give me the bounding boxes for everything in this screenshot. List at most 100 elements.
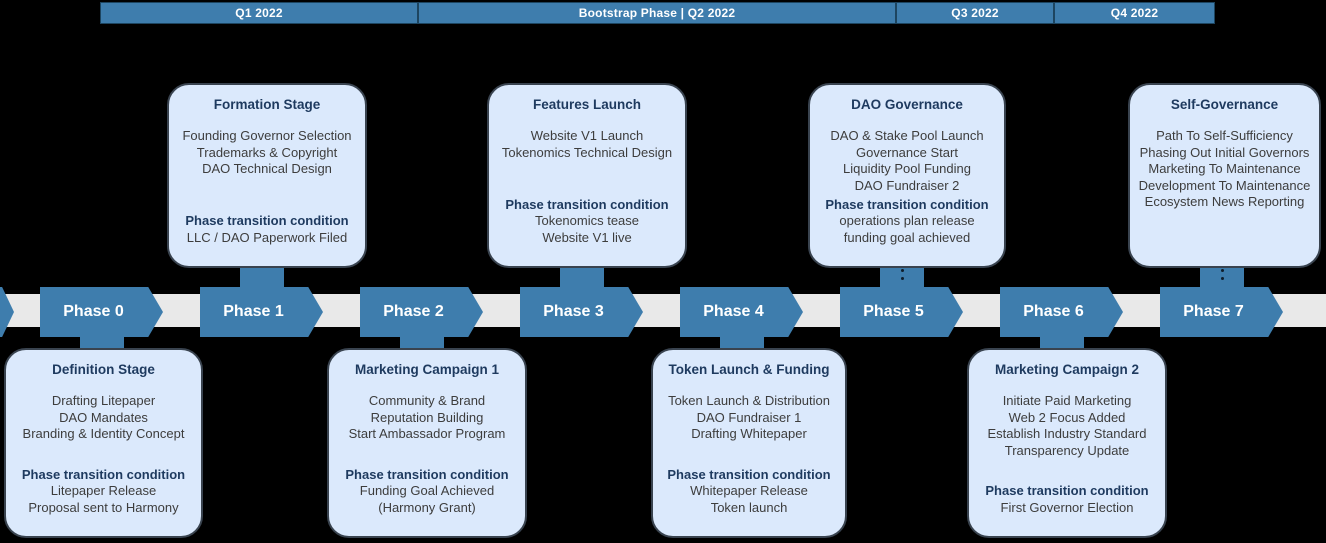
card-item: Governance Start: [856, 144, 958, 160]
card-body: Website V1 Launch Tokenomics Technical D…: [495, 128, 679, 161]
phase-label: Phase 7: [1183, 303, 1244, 320]
card-body: Drafting Litepaper DAO Mandates Branding…: [12, 393, 195, 443]
card-item: Drafting Litepaper: [51, 393, 156, 408]
card-title: Marketing Campaign 1: [354, 362, 500, 377]
quarter-q1-2022: Q1 2022: [101, 3, 417, 23]
transition-item: LLC / DAO Paperwork Filed: [186, 229, 348, 245]
card-item: Token Launch & Distribution: [668, 393, 830, 408]
connector-phase-3: [560, 264, 604, 290]
connector-phase-1: [240, 264, 284, 290]
phase-arrow-4: Phase 4: [680, 287, 803, 337]
ellipsis-dot: [900, 269, 904, 272]
phase-label: Phase 3: [543, 303, 604, 320]
phase-6-card: Marketing Campaign 2 Initiate Paid Marke…: [967, 348, 1167, 538]
card-body: Community & Brand Reputation Building St…: [335, 393, 519, 443]
card-item: Website V1 Launch: [530, 128, 644, 143]
transition-item: Token launch: [710, 499, 788, 515]
phase-label: Phase 1: [223, 303, 284, 320]
card-item: Web 2 Focus Added: [1008, 409, 1126, 425]
ellipsis-dot: [1220, 277, 1224, 280]
card-item: Phasing Out Initial Governors: [1139, 144, 1310, 160]
card-title: Token Launch & Funding: [668, 362, 830, 377]
transition-block: Phase transition condition LLC / DAO Pap…: [175, 213, 359, 250]
phase-7-card: Self-Governance Path To Self-Sufficiency…: [1128, 83, 1321, 268]
phase-arrow-2: Phase 2: [360, 287, 483, 337]
card-item: Start Ambassador Program: [348, 426, 506, 441]
card-title: Self-Governance: [1170, 97, 1279, 112]
quarter-q3-2022: Q3 2022: [897, 3, 1053, 23]
phase-label: Phase 2: [383, 303, 444, 320]
card-body: Founding Governor Selection Trademarks &…: [175, 128, 359, 178]
transition-title: Phase transition condition: [21, 466, 186, 482]
phase-arrow-6: Phase 6: [1000, 287, 1123, 337]
transition-title: Phase transition condition: [345, 466, 509, 482]
phase-arrow-0: Phase 0: [40, 287, 163, 337]
transition-block: Phase transition condition Litepaper Rel…: [12, 467, 195, 521]
connector-phase-4: [720, 334, 764, 350]
transition-title: Phase transition condition: [185, 213, 349, 228]
timeline-band: [0, 294, 1326, 327]
card-title: Marketing Campaign 2: [994, 362, 1140, 377]
ellipsis-dot: [1220, 269, 1224, 272]
connector-phase-5: [880, 264, 924, 290]
connector-phase-6: [1040, 334, 1084, 350]
card-item: Establish Industry Standard: [987, 426, 1147, 441]
card-body: DAO & Stake Pool Launch Governance Start…: [816, 128, 998, 194]
card-item: DAO & Stake Pool Launch: [830, 128, 984, 143]
card-item: Community & Brand: [368, 393, 486, 408]
transition-item: operations plan release: [839, 213, 975, 228]
phase-label: Phase 0: [63, 303, 124, 320]
phase-label: Phase 6: [1023, 303, 1084, 320]
transition-item: (Harmony Grant): [378, 499, 476, 515]
quarter-q4-2022: Q4 2022: [1055, 3, 1214, 23]
card-item: Branding & Identity Concept: [22, 426, 185, 441]
phase-arrow-3: Phase 3: [520, 287, 643, 337]
card-item: DAO Mandates: [59, 409, 148, 425]
phase-arrow-7: Phase 7: [1160, 287, 1283, 337]
transition-item: Whitepaper Release: [690, 483, 808, 498]
transition-title: Phase transition condition: [667, 466, 831, 482]
card-item: Path To Self-Sufficiency: [1156, 128, 1293, 143]
card-item: Tokenomics Technical Design: [501, 144, 673, 160]
card-item: Development To Maintenance: [1138, 177, 1311, 193]
transition-block: Phase transition condition First Governo…: [975, 483, 1159, 520]
connector-phase-7: [1200, 264, 1244, 290]
phase-5-card: DAO Governance DAO & Stake Pool Launch G…: [808, 83, 1006, 268]
phase-0-card: Definition Stage Drafting Litepaper DAO …: [4, 348, 203, 538]
phase-arrow-5: Phase 5: [840, 287, 963, 337]
phase-4-card: Token Launch & Funding Token Launch & Di…: [651, 348, 847, 538]
card-item: DAO Technical Design: [202, 161, 332, 176]
transition-item: funding goal achieved: [843, 229, 971, 245]
card-item: Founding Governor Selection: [182, 128, 352, 143]
transition-item: First Governor Election: [1000, 499, 1134, 515]
card-body: Path To Self-Sufficiency Phasing Out Ini…: [1136, 128, 1313, 211]
card-item: Transparency Update: [1004, 442, 1130, 458]
quarter-bar: Q1 2022 Bootstrap Phase | Q2 2022 Q3 202…: [100, 2, 1215, 24]
phase-label: Phase 4: [703, 303, 764, 320]
transition-title: Phase transition condition: [985, 483, 1149, 498]
card-title: Formation Stage: [213, 97, 321, 112]
transition-block: Phase transition condition Tokenomics te…: [495, 197, 679, 251]
transition-title: Phase transition condition: [825, 196, 989, 212]
card-item: Marketing To Maintenance: [1148, 161, 1301, 176]
card-item: Liquidity Pool Funding: [843, 161, 971, 176]
card-title: Definition Stage: [52, 362, 155, 377]
transition-block: Phase transition condition Funding Goal …: [335, 467, 519, 521]
card-item: Initiate Paid Marketing: [1002, 393, 1132, 408]
transition-item: Funding Goal Achieved: [359, 483, 495, 498]
phase-2-card: Marketing Campaign 1 Community & Brand R…: [327, 348, 527, 538]
transition-item: Tokenomics tease: [534, 213, 640, 228]
ellipsis-dot: [900, 277, 904, 280]
transition-item: Website V1 live: [542, 229, 632, 245]
quarter-q2-2022-bootstrap: Bootstrap Phase | Q2 2022: [419, 3, 895, 23]
transition-title: Phase transition condition: [505, 196, 669, 212]
card-item: Drafting Whitepaper: [691, 426, 807, 441]
card-item: Reputation Building: [370, 409, 484, 425]
transition-item: Litepaper Release: [50, 483, 157, 498]
card-title: Features Launch: [532, 97, 642, 112]
card-item: DAO Fundraiser 2: [854, 177, 960, 193]
phase-1-card: Formation Stage Founding Governor Select…: [167, 83, 367, 268]
transition-block: Phase transition condition operations pl…: [816, 197, 998, 251]
card-title: DAO Governance: [851, 97, 963, 112]
phase-label: Phase 5: [863, 303, 924, 320]
